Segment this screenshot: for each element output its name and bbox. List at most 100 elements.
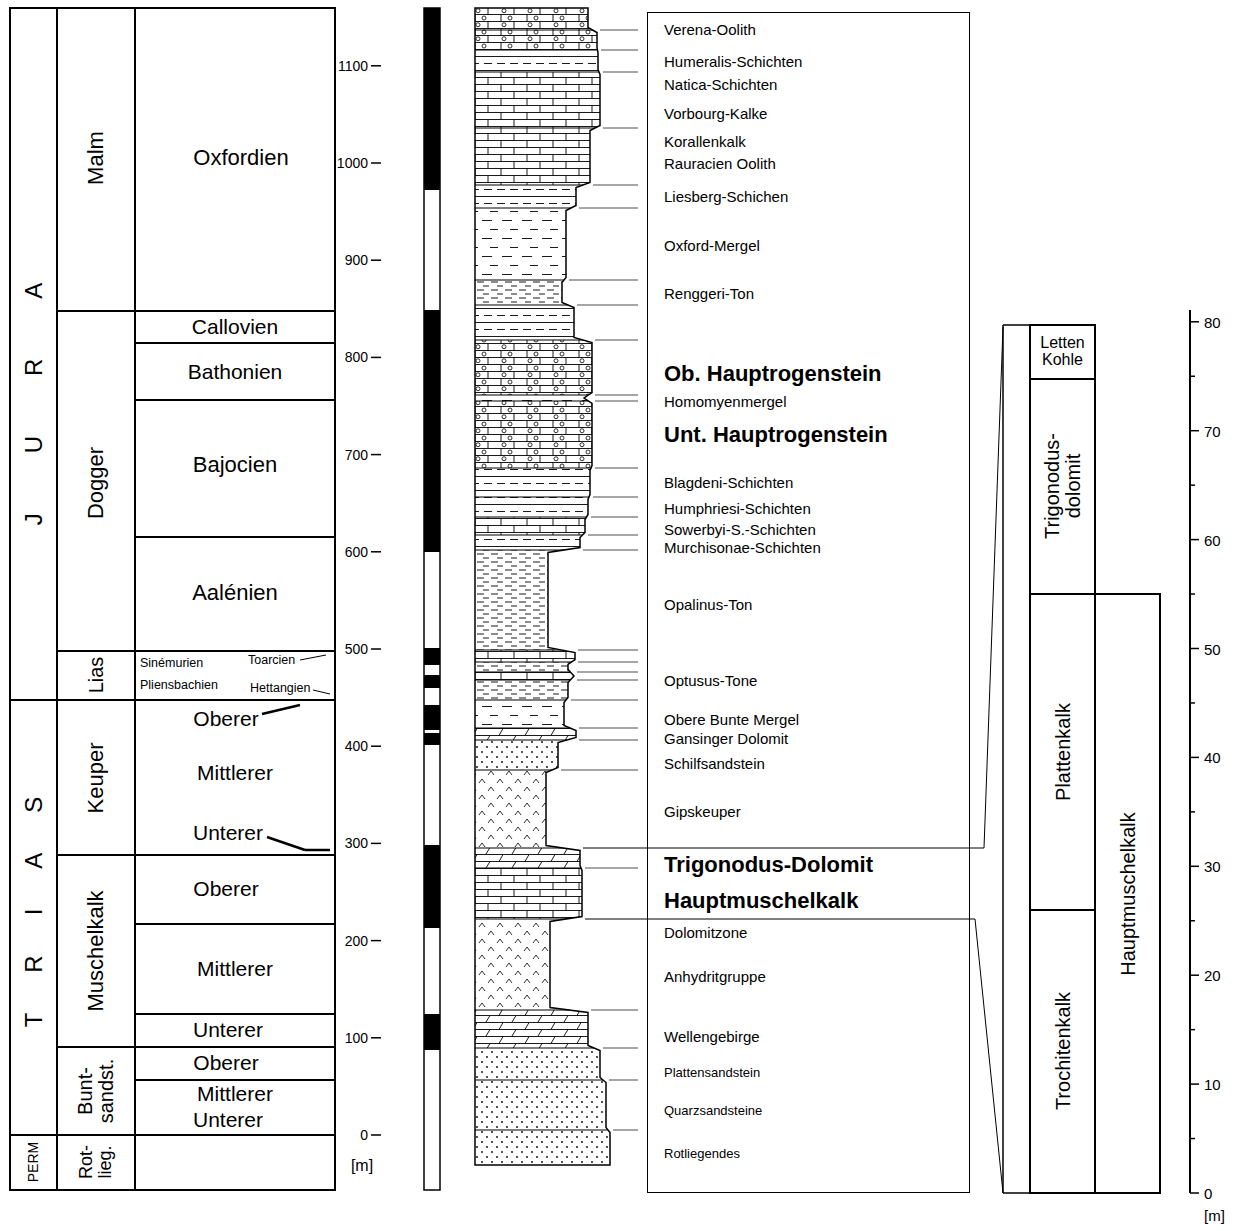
polarity-segment (424, 733, 440, 745)
grid-line (135, 923, 335, 925)
rock-layer (470, 395, 620, 401)
leader-line (571, 700, 638, 701)
stage-cell: Callovien (135, 311, 335, 343)
formation-name: Dolomitzone (664, 925, 747, 942)
grid-line (135, 399, 335, 401)
scale-tick (1190, 430, 1199, 432)
polarity-segment (424, 310, 440, 552)
scale-tick (1190, 866, 1199, 868)
rock-layer (470, 1048, 620, 1080)
series-name: Lias (85, 657, 107, 694)
formation-name: Unt. Hauptrogenstein (664, 423, 888, 447)
polarity-segment (424, 675, 440, 688)
leader-line (577, 672, 638, 673)
leader-line (300, 655, 326, 660)
leader-line (603, 72, 638, 73)
era-cell: PERM (10, 1135, 57, 1190)
polarity-segment (424, 705, 440, 730)
leader-line (591, 1010, 638, 1011)
formation-name: Oxford-Mergel (664, 238, 760, 255)
series-cell: Keuper (57, 700, 135, 855)
formation-name: Vorbourg-Kalke (664, 106, 767, 123)
scale-number: 10 (1204, 1077, 1221, 1092)
polarity-segment (424, 1014, 440, 1050)
leader-line (569, 280, 638, 281)
detail-name: Plattenkalk (1052, 703, 1074, 801)
stage-name: Unterer (193, 1018, 263, 1041)
leader-line (577, 305, 638, 306)
scale-tick (1190, 1192, 1199, 1194)
formation-name: Hauptmuschelkalk (664, 889, 858, 913)
series-cell: Dogger (57, 311, 135, 651)
stage-cell: Mittlerer (135, 924, 335, 1014)
rock-layer (470, 305, 620, 340)
scale-tick (1190, 811, 1195, 813)
stage-name: Bathonien (188, 360, 283, 383)
scale-number: 30 (1204, 859, 1221, 874)
grid-line (57, 650, 335, 652)
stage-name: Oberer (193, 1051, 258, 1074)
formation-name: Natica-Schichten (664, 77, 777, 94)
scale-number: 80 (1204, 314, 1221, 329)
unit-label: [m] (351, 1158, 373, 1174)
layer-boundary (470, 1129, 620, 1130)
detail-frame (1002, 325, 1004, 1193)
leader-line (577, 680, 638, 681)
series-cell: Bunt- sandst. (57, 1047, 135, 1135)
leader-line (613, 1130, 638, 1131)
scale-number: 50 (1204, 641, 1221, 656)
stage-name: Mittlerer (197, 761, 273, 784)
scale-number: 800 (345, 350, 368, 364)
stage-name: Pliensbachien (140, 679, 218, 693)
stage-name: Bajocien (193, 453, 277, 477)
scale-number: 700 (345, 448, 368, 462)
scale-tick (371, 648, 381, 650)
leader-line (600, 30, 638, 31)
scale-axis (1189, 310, 1191, 1193)
rock-layer (470, 1130, 620, 1165)
column-outline (475, 8, 610, 1165)
formation-name: Schilfsandstein (664, 756, 765, 773)
formation-box: Verena-OolithHumeralis-SchichtenNatica-S… (647, 12, 970, 1193)
rock-layer (470, 919, 620, 1010)
series-cell: Rot- lieg. (57, 1135, 135, 1190)
stage-cell: SinémurienToarcienPliensbachienHettangie… (135, 651, 335, 700)
stage-name: Oberer (193, 707, 258, 730)
scale-tick (1190, 648, 1199, 650)
leader-line (585, 868, 638, 869)
stage-cell: ObererMittlererUnterer (135, 700, 335, 855)
grid-line (135, 1013, 335, 1015)
polarity-segment (424, 8, 440, 190)
stage-cell: Oxfordien (135, 8, 335, 311)
stage-cell: Bathonien (135, 343, 335, 400)
rock-layer (470, 1010, 620, 1048)
leader-line (578, 662, 638, 663)
stage-cell: Bajocien (135, 400, 335, 537)
era-cell: TRIAS (10, 700, 57, 1135)
rock-layer (470, 728, 620, 740)
rock-layer (470, 517, 620, 535)
stage-name: Callovien (192, 315, 278, 338)
scale-number: 60 (1204, 532, 1221, 547)
scale-tick (1190, 1029, 1195, 1031)
scale-number: 0 (1204, 1186, 1212, 1201)
series-cell: Muschelkalk (57, 855, 135, 1047)
scale-number: 600 (345, 545, 368, 559)
grid-line (135, 536, 335, 538)
stage-name: Sinémurien (140, 657, 203, 671)
rock-layer (470, 8, 620, 30)
detail-name: Trochitenkalk (1052, 992, 1074, 1110)
detail-box: Letten Kohle (1030, 325, 1095, 379)
leader-line (305, 849, 330, 852)
leader-line (595, 395, 638, 396)
formation-name: Ob. Hauptrogenstein (664, 362, 882, 386)
leader-line (595, 468, 638, 469)
stage-cell: Unterer (135, 1014, 335, 1047)
formation-name: Homomyenmergel (664, 394, 787, 411)
scale-tick (1190, 757, 1199, 759)
stage-name: Toarcien (248, 654, 295, 668)
scale-tick (1190, 702, 1195, 704)
formation-name: Quarzsandsteine (664, 1104, 762, 1118)
polarity-bar (424, 8, 440, 1190)
